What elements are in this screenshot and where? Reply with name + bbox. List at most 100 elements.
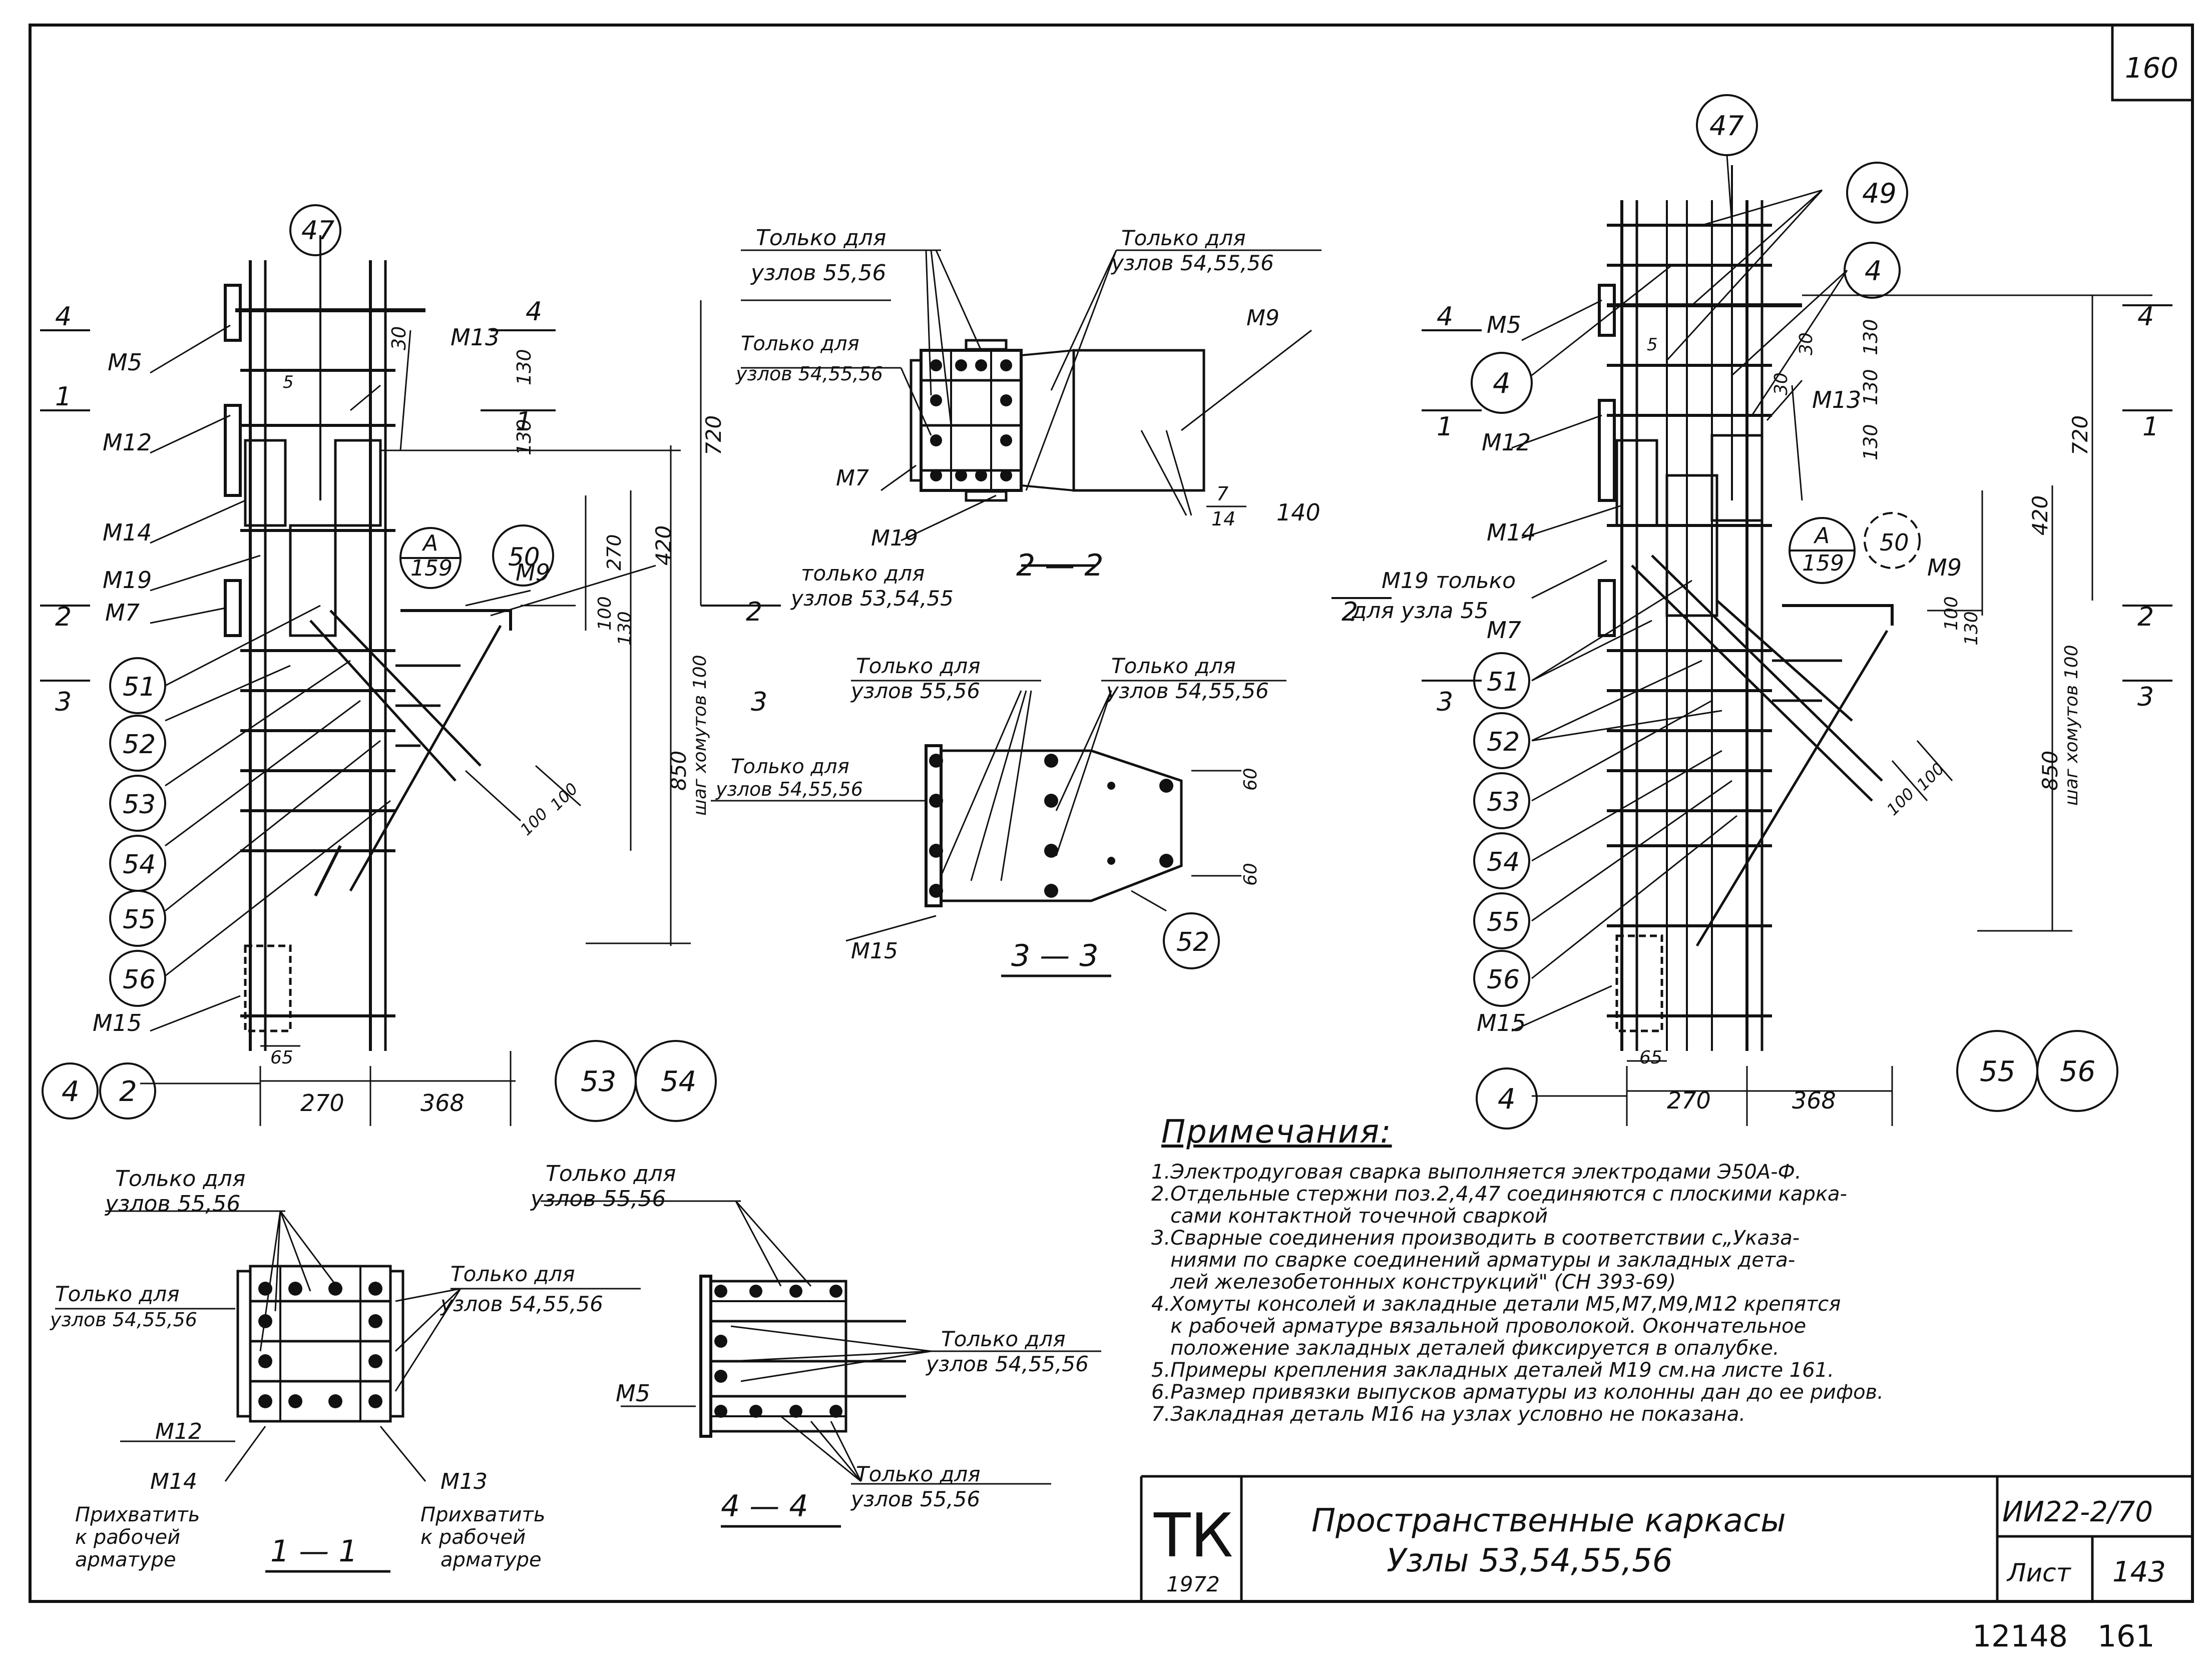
right-dim-130b: 130 <box>1860 369 1882 405</box>
right-section-1b: 1 <box>2142 412 2159 442</box>
s33-dim-60b: 60 <box>1240 863 1261 886</box>
s44-m5: М5 <box>616 1380 650 1407</box>
s11-attach-left-3: арматуре <box>75 1548 176 1571</box>
left-section-3a: 3 <box>55 687 72 717</box>
s22-frac-den: 14 <box>1211 508 1235 530</box>
footer-right: 161 <box>2097 1619 2155 1654</box>
right-label-m19: М19 только <box>1382 568 1516 594</box>
left-section-1a: 1 <box>55 382 72 412</box>
s22-frac-num: 7 <box>1216 483 1228 505</box>
section-4-4-bars <box>714 1285 842 1418</box>
note-line: 1.Электродуговая сварка выполняется элек… <box>1151 1161 1802 1184</box>
note-line: сами контактной точечной сваркой <box>1151 1205 1548 1228</box>
left-dim-step: шаг хомутов 100 <box>690 655 710 816</box>
note-line: положение закладных деталей фиксируется … <box>1151 1337 1780 1360</box>
section-3-3 <box>711 680 1286 977</box>
left-bubble-52: 52 <box>123 730 156 760</box>
section-4-4-texts: Только для узлов 55,56 Только для узлов … <box>530 1161 1089 1524</box>
right-dim-720: 720 <box>2068 415 2092 455</box>
left-callout-a: А <box>421 530 438 556</box>
note-line: 4.Хомуты консолей и закладные детали М5,… <box>1151 1293 1841 1316</box>
right-callout-50: 50 <box>1880 529 1909 556</box>
note-line: 7.Закладная деталь М16 на узлах условно … <box>1151 1403 1746 1426</box>
left-label-m5: М5 <box>108 349 142 376</box>
s11-m14: М14 <box>150 1469 197 1494</box>
left-label-m13: М13 <box>451 324 500 351</box>
right-dim-270: 270 <box>1667 1087 1711 1114</box>
left-label-m7: М7 <box>105 599 140 626</box>
s33-dim-60a: 60 <box>1240 768 1261 791</box>
s44-nodes-c: узлов 55,56 <box>850 1487 980 1511</box>
left-node-53: 53 <box>581 1065 616 1098</box>
right-label-m7: М7 <box>1487 617 1521 644</box>
left-dim-65: 65 <box>270 1047 293 1068</box>
s44-nodes-b: узлов 54,55,56 <box>925 1352 1089 1376</box>
s22-title: 2 — 2 <box>1016 548 1104 583</box>
tb-title-2: Узлы 53,54,55,56 <box>1387 1542 1673 1579</box>
left-section-2a: 2 <box>55 602 72 632</box>
note-line: 3.Сварные соединения производить в соотв… <box>1151 1227 1800 1250</box>
right-pos-49: 49 <box>1862 178 1897 209</box>
s33-title: 3 — 3 <box>1011 938 1099 973</box>
right-section-3b: 3 <box>2137 682 2154 712</box>
s11-m12: М12 <box>155 1419 202 1444</box>
s22-only-b: Только для <box>741 332 859 355</box>
left-callout-159: 159 <box>410 556 453 581</box>
left-dim-720: 720 <box>701 415 726 455</box>
s33-nodes-b: узлов 54,55,56 <box>1105 679 1269 703</box>
left-dim-270v: 270 <box>603 534 625 571</box>
s44-title: 4 — 4 <box>721 1489 808 1524</box>
right-label-m5: М5 <box>1487 311 1521 338</box>
note-line: ниями по сварке соединений арматуры и за… <box>1151 1249 1796 1272</box>
s44-only-c: Только для <box>856 1462 981 1486</box>
right-elevation <box>1332 155 2172 1126</box>
left-elevation <box>40 235 781 1126</box>
s44-only-b: Только для <box>941 1327 1066 1351</box>
left-dim-270: 270 <box>300 1089 344 1117</box>
right-bubble-55: 55 <box>1487 907 1520 937</box>
s33-bubble-52: 52 <box>1176 927 1209 957</box>
right-pos-4: 4 <box>1865 255 1882 287</box>
left-dim-130c: 130 <box>615 611 635 646</box>
s33-only-b: Только для <box>1111 654 1236 678</box>
title-block <box>1140 1475 2192 1601</box>
left-section-4b: 4 <box>526 297 542 327</box>
right-dim-130c: 130 <box>1860 424 1882 460</box>
tb-title-1: Пространственные каркасы <box>1311 1502 1786 1539</box>
right-dim-850: 850 <box>2038 751 2062 791</box>
s44-only-a: Только для <box>546 1161 676 1187</box>
s33-only-a: Только для <box>856 654 981 678</box>
right-dim-65: 65 <box>1639 1047 1662 1068</box>
left-bubble-55: 55 <box>123 905 156 935</box>
s11-attach-right-3: арматуре <box>440 1548 542 1571</box>
page-number: 160 <box>2125 52 2178 85</box>
right-dim-100: 100 <box>1941 596 1962 631</box>
s22-only-c: Только для <box>1121 226 1246 250</box>
title-block-texts: ТК 1972 Пространственные каркасы Узлы 53… <box>1153 1496 2166 1596</box>
right-pos-47: 47 <box>1709 110 1744 142</box>
left-dim-100b: 100 <box>547 779 582 814</box>
left-pos-47: 47 <box>301 216 334 246</box>
s11-title: 1 — 1 <box>270 1534 358 1569</box>
left-bubble-53: 53 <box>123 790 156 820</box>
s22-nodes-a: узлов 55,56 <box>750 260 886 286</box>
left-dim-130b: 130 <box>513 419 535 455</box>
s22-nodes-c: узлов 54,55,56 <box>1110 251 1274 275</box>
right-dim-420: 420 <box>2028 495 2052 535</box>
left-section-4a: 4 <box>55 302 72 332</box>
note-line: к рабочей арматуре вязальной проволокой.… <box>1151 1315 1807 1338</box>
section-1-1-texts: Только для узлов 55,56 Только для узлов … <box>50 1166 603 1571</box>
s44-nodes-a: узлов 55,56 <box>530 1186 666 1212</box>
right-dim-5: 5 <box>1647 335 1658 355</box>
right-callout-159: 159 <box>1802 550 1844 576</box>
tb-logo: ТК <box>1153 1501 1233 1571</box>
right-bubble-4: 4 <box>1493 367 1511 400</box>
left-dim-850: 850 <box>666 751 691 791</box>
right-dim-step: шаг хомутов 100 <box>2061 645 2082 806</box>
notes-list: 1.Электродуговая сварка выполняется элек… <box>1151 1161 2162 1425</box>
right-dim-30b: 30 <box>1796 332 1817 355</box>
left-bottom-bubble-2: 2 <box>119 1075 137 1108</box>
right-node-56: 56 <box>2060 1055 2095 1088</box>
right-section-1a: 1 <box>1437 412 1453 442</box>
note-line: 6.Размер привязки выпусков арматуры из к… <box>1151 1381 1884 1404</box>
